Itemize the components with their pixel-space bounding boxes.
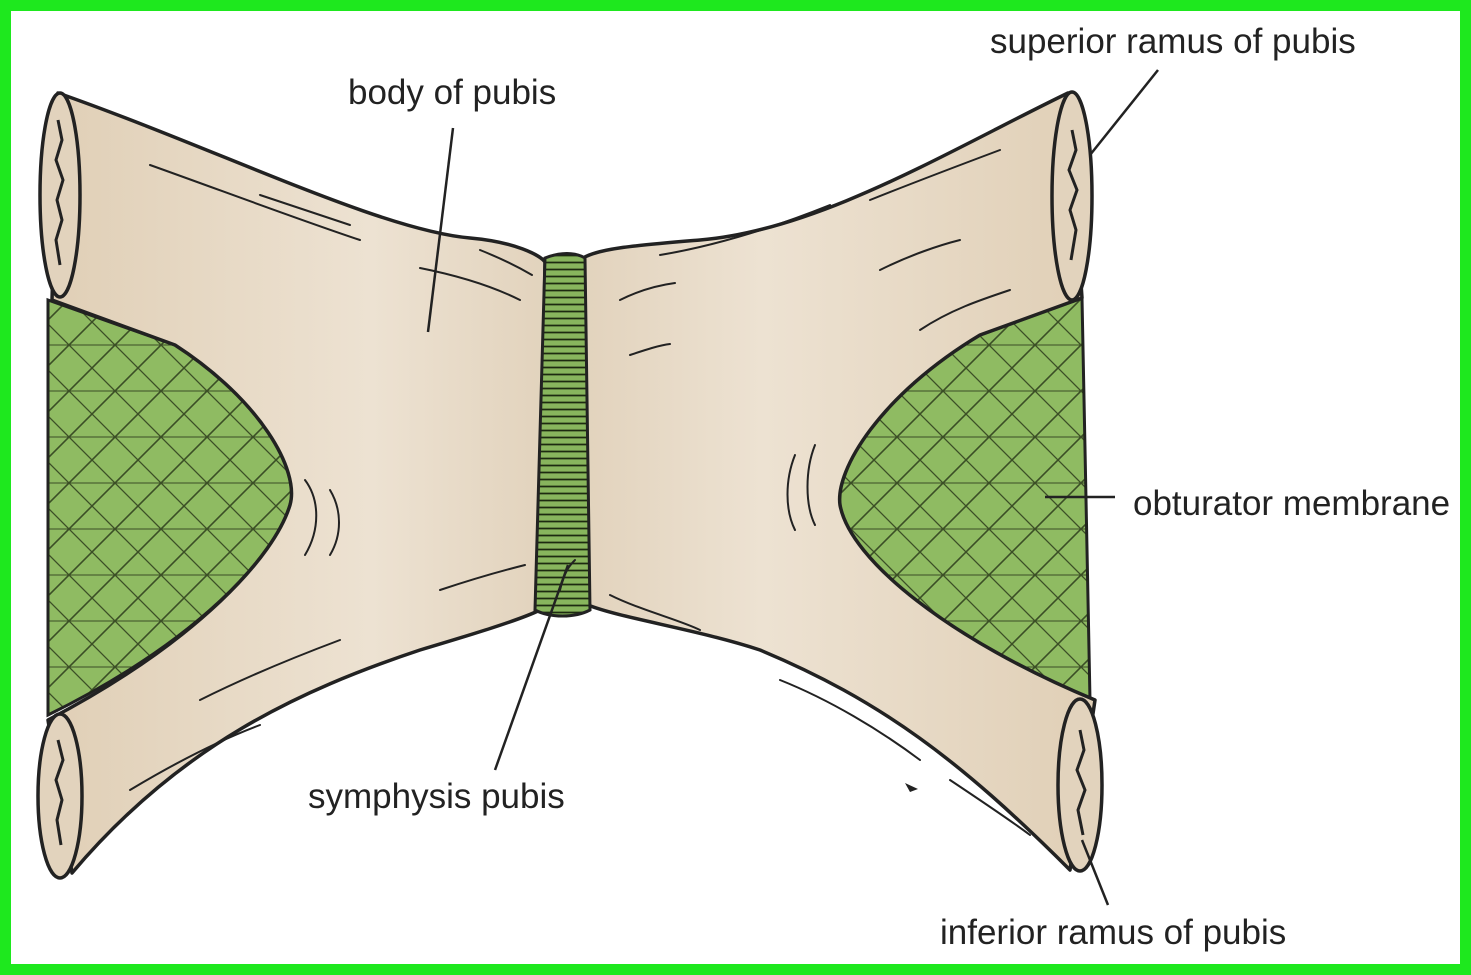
label-obturator-membrane: obturator membrane: [1133, 484, 1450, 523]
inferior-ramus-right-cut: [1058, 699, 1102, 871]
ink-mark: [905, 783, 918, 792]
label-superior-ramus-of-pubis: superior ramus of pubis: [990, 22, 1356, 61]
superior-ramus-left-cut: [40, 93, 80, 297]
label-body-of-pubis: body of pubis: [348, 73, 556, 112]
leader-superior-ramus: [1090, 70, 1158, 155]
symphysis-pubis-disc: [535, 254, 590, 617]
inferior-ramus-left-cut: [38, 714, 82, 878]
superior-ramus-right-cut: [1052, 92, 1092, 300]
label-inferior-ramus-of-pubis: inferior ramus of pubis: [940, 913, 1286, 952]
label-symphysis-pubis: symphysis pubis: [308, 777, 565, 816]
